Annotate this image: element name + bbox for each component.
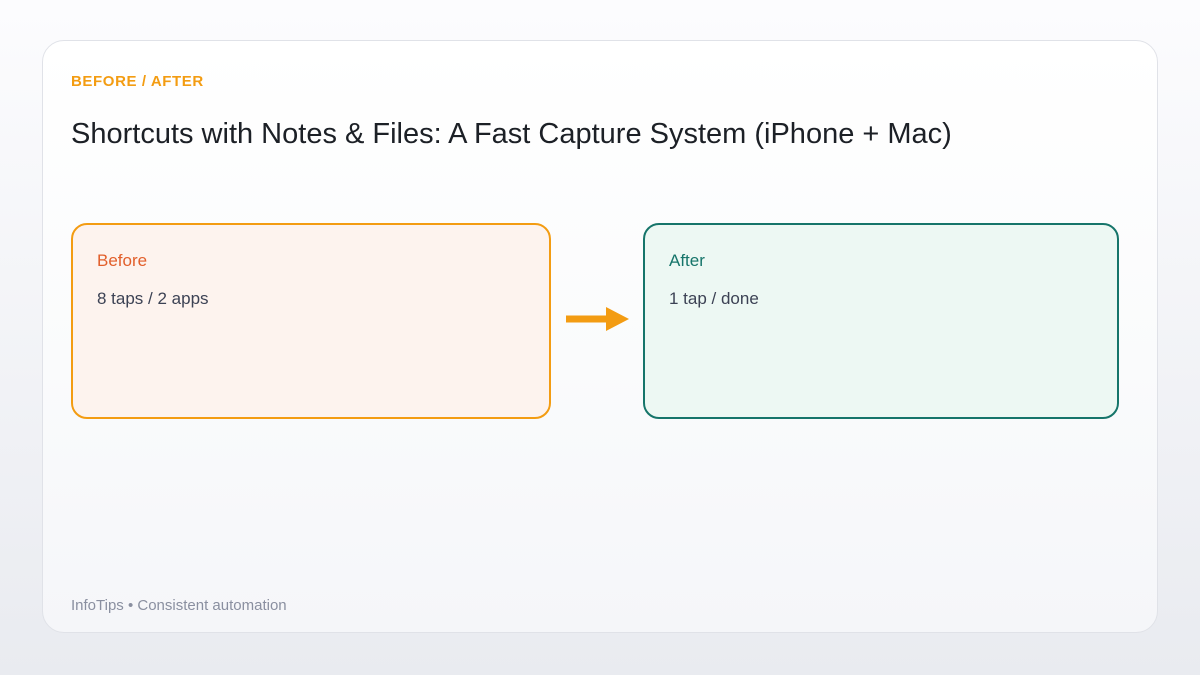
arrow-container xyxy=(551,223,643,419)
content-card: BEFORE / AFTER Shortcuts with Notes & Fi… xyxy=(42,40,1158,633)
eyebrow-label: BEFORE / AFTER xyxy=(71,73,204,90)
footer-text: InfoTips • Consistent automation xyxy=(71,597,287,614)
arrow-right-icon xyxy=(564,306,630,337)
before-card-title: Before xyxy=(97,251,148,270)
after-card-title: After xyxy=(669,251,705,270)
page-title: Shortcuts with Notes & Files: A Fast Cap… xyxy=(71,118,952,150)
before-card: Before 8 taps / 2 apps xyxy=(71,223,551,419)
before-card-body: 8 taps / 2 apps xyxy=(97,289,209,308)
before-after-row: Before 8 taps / 2 apps After 1 tap / don… xyxy=(71,223,1119,419)
after-card: After 1 tap / done xyxy=(643,223,1119,419)
after-card-body: 1 tap / done xyxy=(669,289,759,308)
